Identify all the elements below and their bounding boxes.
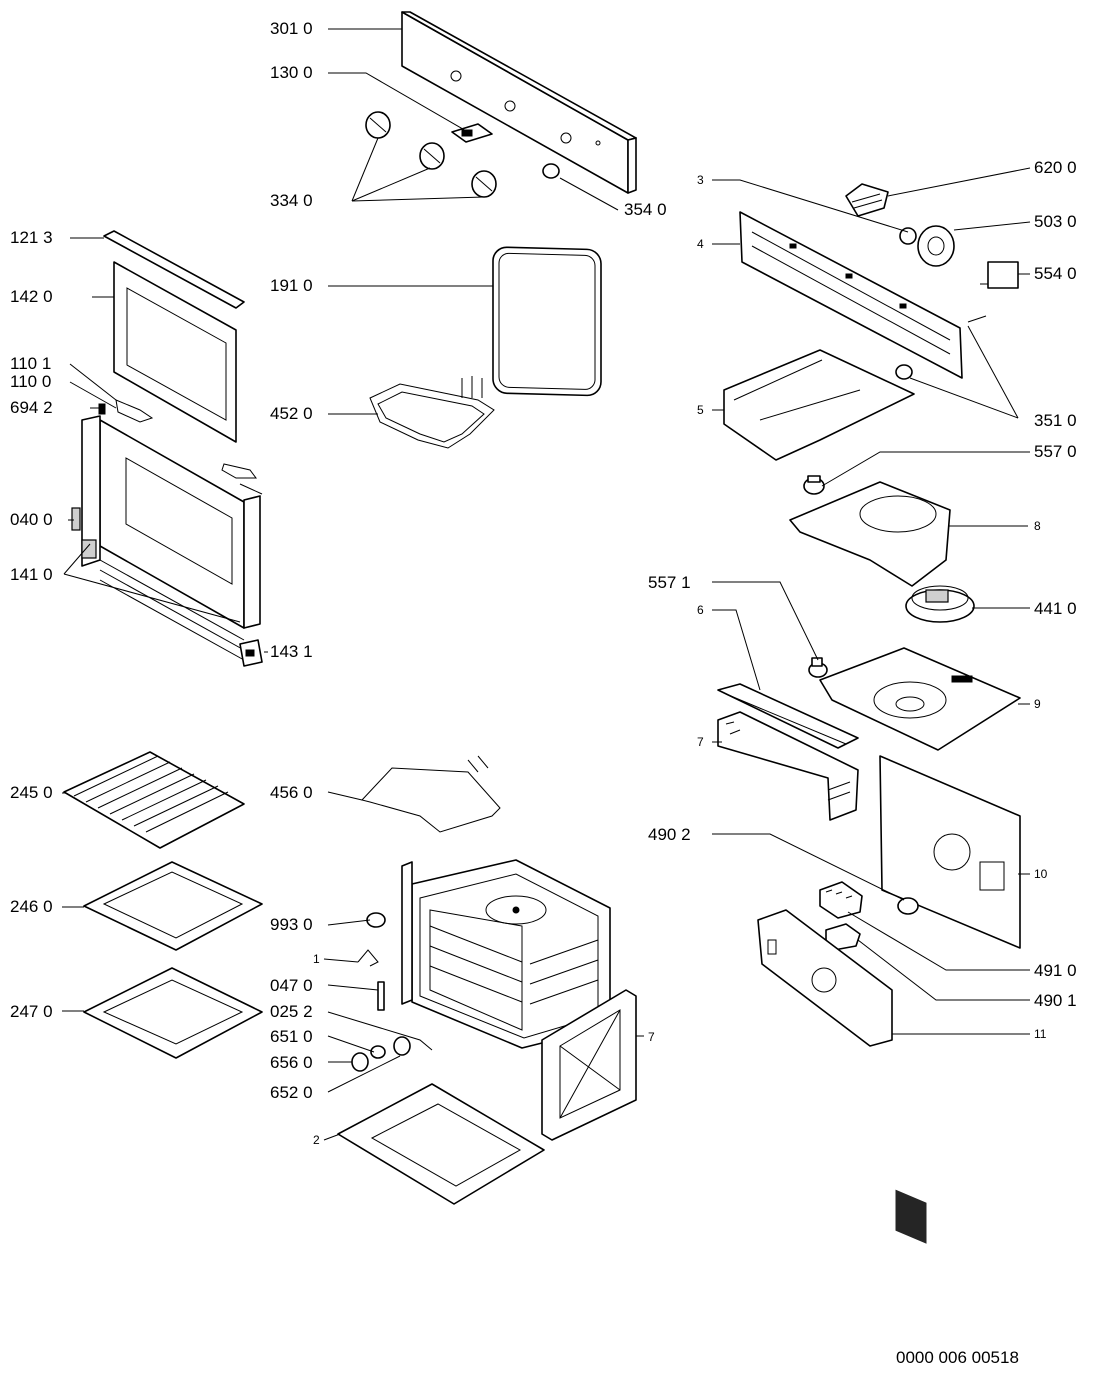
bottom-heating-element-456 (361, 755, 501, 833)
label-142-0: 142 0 (10, 287, 53, 306)
thermostat-503 (917, 225, 955, 267)
label-3: 3 (697, 173, 704, 187)
door-seal-frame-7 (541, 989, 637, 1141)
label-557-1: 557 1 (648, 573, 691, 592)
label-047-0: 047 0 (270, 976, 313, 995)
wire-rack-245 (63, 751, 245, 849)
label-7-bracket: 7 (697, 735, 704, 749)
thermostat-554 (980, 261, 1019, 289)
drawing-number: 0000 006 00518 (896, 1348, 1019, 1367)
label-452-0: 452 0 (270, 404, 313, 423)
door-hinge-pads-110 (115, 399, 263, 495)
label-1: 1 (313, 952, 320, 966)
fan-motor-441 (905, 585, 975, 623)
timer-switch-620 (845, 183, 889, 217)
lamp-490-2 (897, 897, 919, 915)
label-490-1: 490 1 (1034, 991, 1077, 1010)
hinge-694 (98, 403, 106, 415)
label-2: 2 (313, 1133, 320, 1147)
label-246-0: 246 0 (10, 897, 53, 916)
hinge-143 (239, 639, 263, 667)
rail-6 (717, 683, 859, 749)
label-334-0: 334 0 (270, 191, 313, 210)
label-10: 10 (1034, 867, 1048, 881)
label-4: 4 (697, 237, 704, 251)
hinge-bracket-040 (71, 507, 97, 559)
label-5: 5 (697, 403, 704, 417)
label-245-0: 245 0 (10, 783, 53, 802)
terminal-block-491 (819, 881, 863, 919)
fan-plate-9 (819, 647, 1021, 751)
bottom-panel-2 (337, 1083, 545, 1205)
label-656-0: 656 0 (270, 1053, 313, 1072)
rear-cover-11 (757, 909, 893, 1047)
leader-lines (62, 28, 1031, 1141)
label-247-0: 247 0 (10, 1002, 53, 1021)
front-frame-4 (739, 211, 963, 379)
label-6: 6 (697, 603, 704, 617)
label-130-0: 130 0 (270, 63, 313, 82)
label-025-2: 025 2 (270, 1002, 313, 1021)
bushing-351 (895, 315, 987, 380)
label-554-0: 554 0 (1034, 264, 1077, 283)
label-191-0: 191 0 (270, 276, 313, 295)
label-456-0: 456 0 (270, 783, 313, 802)
label-491-0: 491 0 (1034, 961, 1077, 980)
thermal-cutout-557-0 (803, 475, 825, 495)
label-354-0: 354 0 (624, 200, 667, 219)
oven-door-gasket-191 (492, 246, 602, 397)
knob-bush-3 (899, 227, 917, 245)
label-441-0: 441 0 (1034, 599, 1077, 618)
label-7-frame: 7 (648, 1030, 655, 1044)
label-143-1: 143 1 (270, 642, 313, 661)
thermal-cutout-557-1 (808, 657, 828, 678)
side-bracket-7-top (717, 711, 859, 821)
knobs-334 (365, 111, 497, 198)
control-panel (401, 11, 637, 194)
label-503-0: 503 0 (1034, 212, 1077, 231)
deep-tray-247 (83, 967, 263, 1059)
baking-tray-246 (83, 861, 263, 951)
label-301-0: 301 0 (270, 19, 313, 38)
label-490-2: 490 2 (648, 825, 691, 844)
label-651-0: 651 0 (270, 1027, 313, 1046)
outer-door-141 (81, 415, 261, 661)
label-040-0: 040 0 (10, 510, 53, 529)
knob-shaft-354 (542, 163, 560, 179)
label-110-0: 110 0 (10, 372, 52, 391)
oven-cavity (401, 859, 611, 1049)
door-top-trim-121 (103, 230, 245, 309)
label-110-1: 110 1 (10, 354, 52, 373)
panel-clip-130 (451, 123, 493, 143)
label-121-3: 121 3 (10, 228, 53, 247)
label-557-0: 557 0 (1034, 442, 1077, 461)
label-694-2: 694 2 (10, 398, 53, 417)
top-cover-5 (723, 349, 915, 461)
label-993-0: 993 0 (270, 915, 313, 934)
label-652-0: 652 0 (270, 1083, 313, 1102)
top-heating-element-452 (369, 376, 495, 449)
inner-door-glass-142 (113, 261, 237, 443)
fan-cover-8 (789, 481, 951, 587)
label-141-0: 141 0 (10, 565, 53, 584)
label-620-0: 620 0 (1034, 158, 1077, 177)
label-351-0: 351 0 (1034, 411, 1077, 430)
label-11: 11 (1034, 1027, 1047, 1041)
label-8: 8 (1034, 519, 1041, 533)
label-9: 9 (1034, 697, 1041, 711)
